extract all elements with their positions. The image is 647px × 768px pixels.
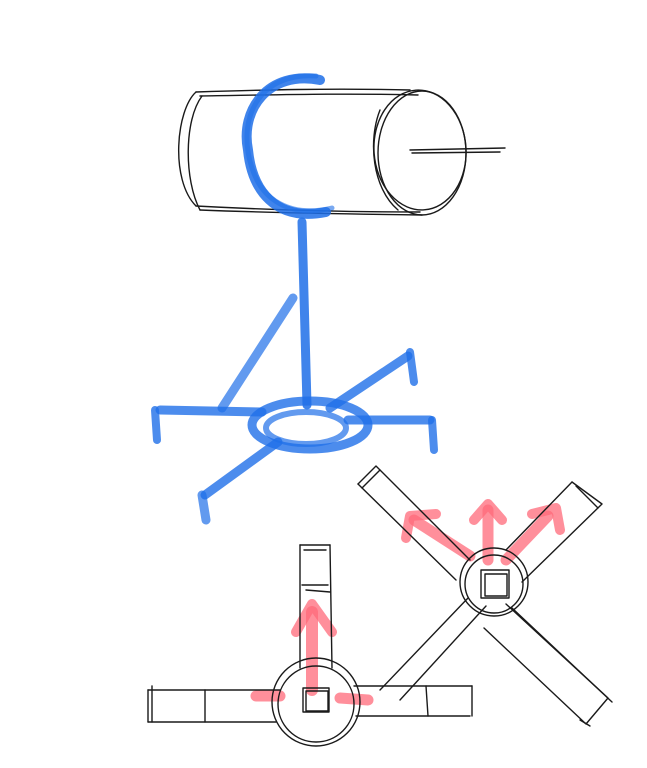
cylinder-sketch <box>179 87 505 215</box>
stand-sketch <box>155 76 434 520</box>
